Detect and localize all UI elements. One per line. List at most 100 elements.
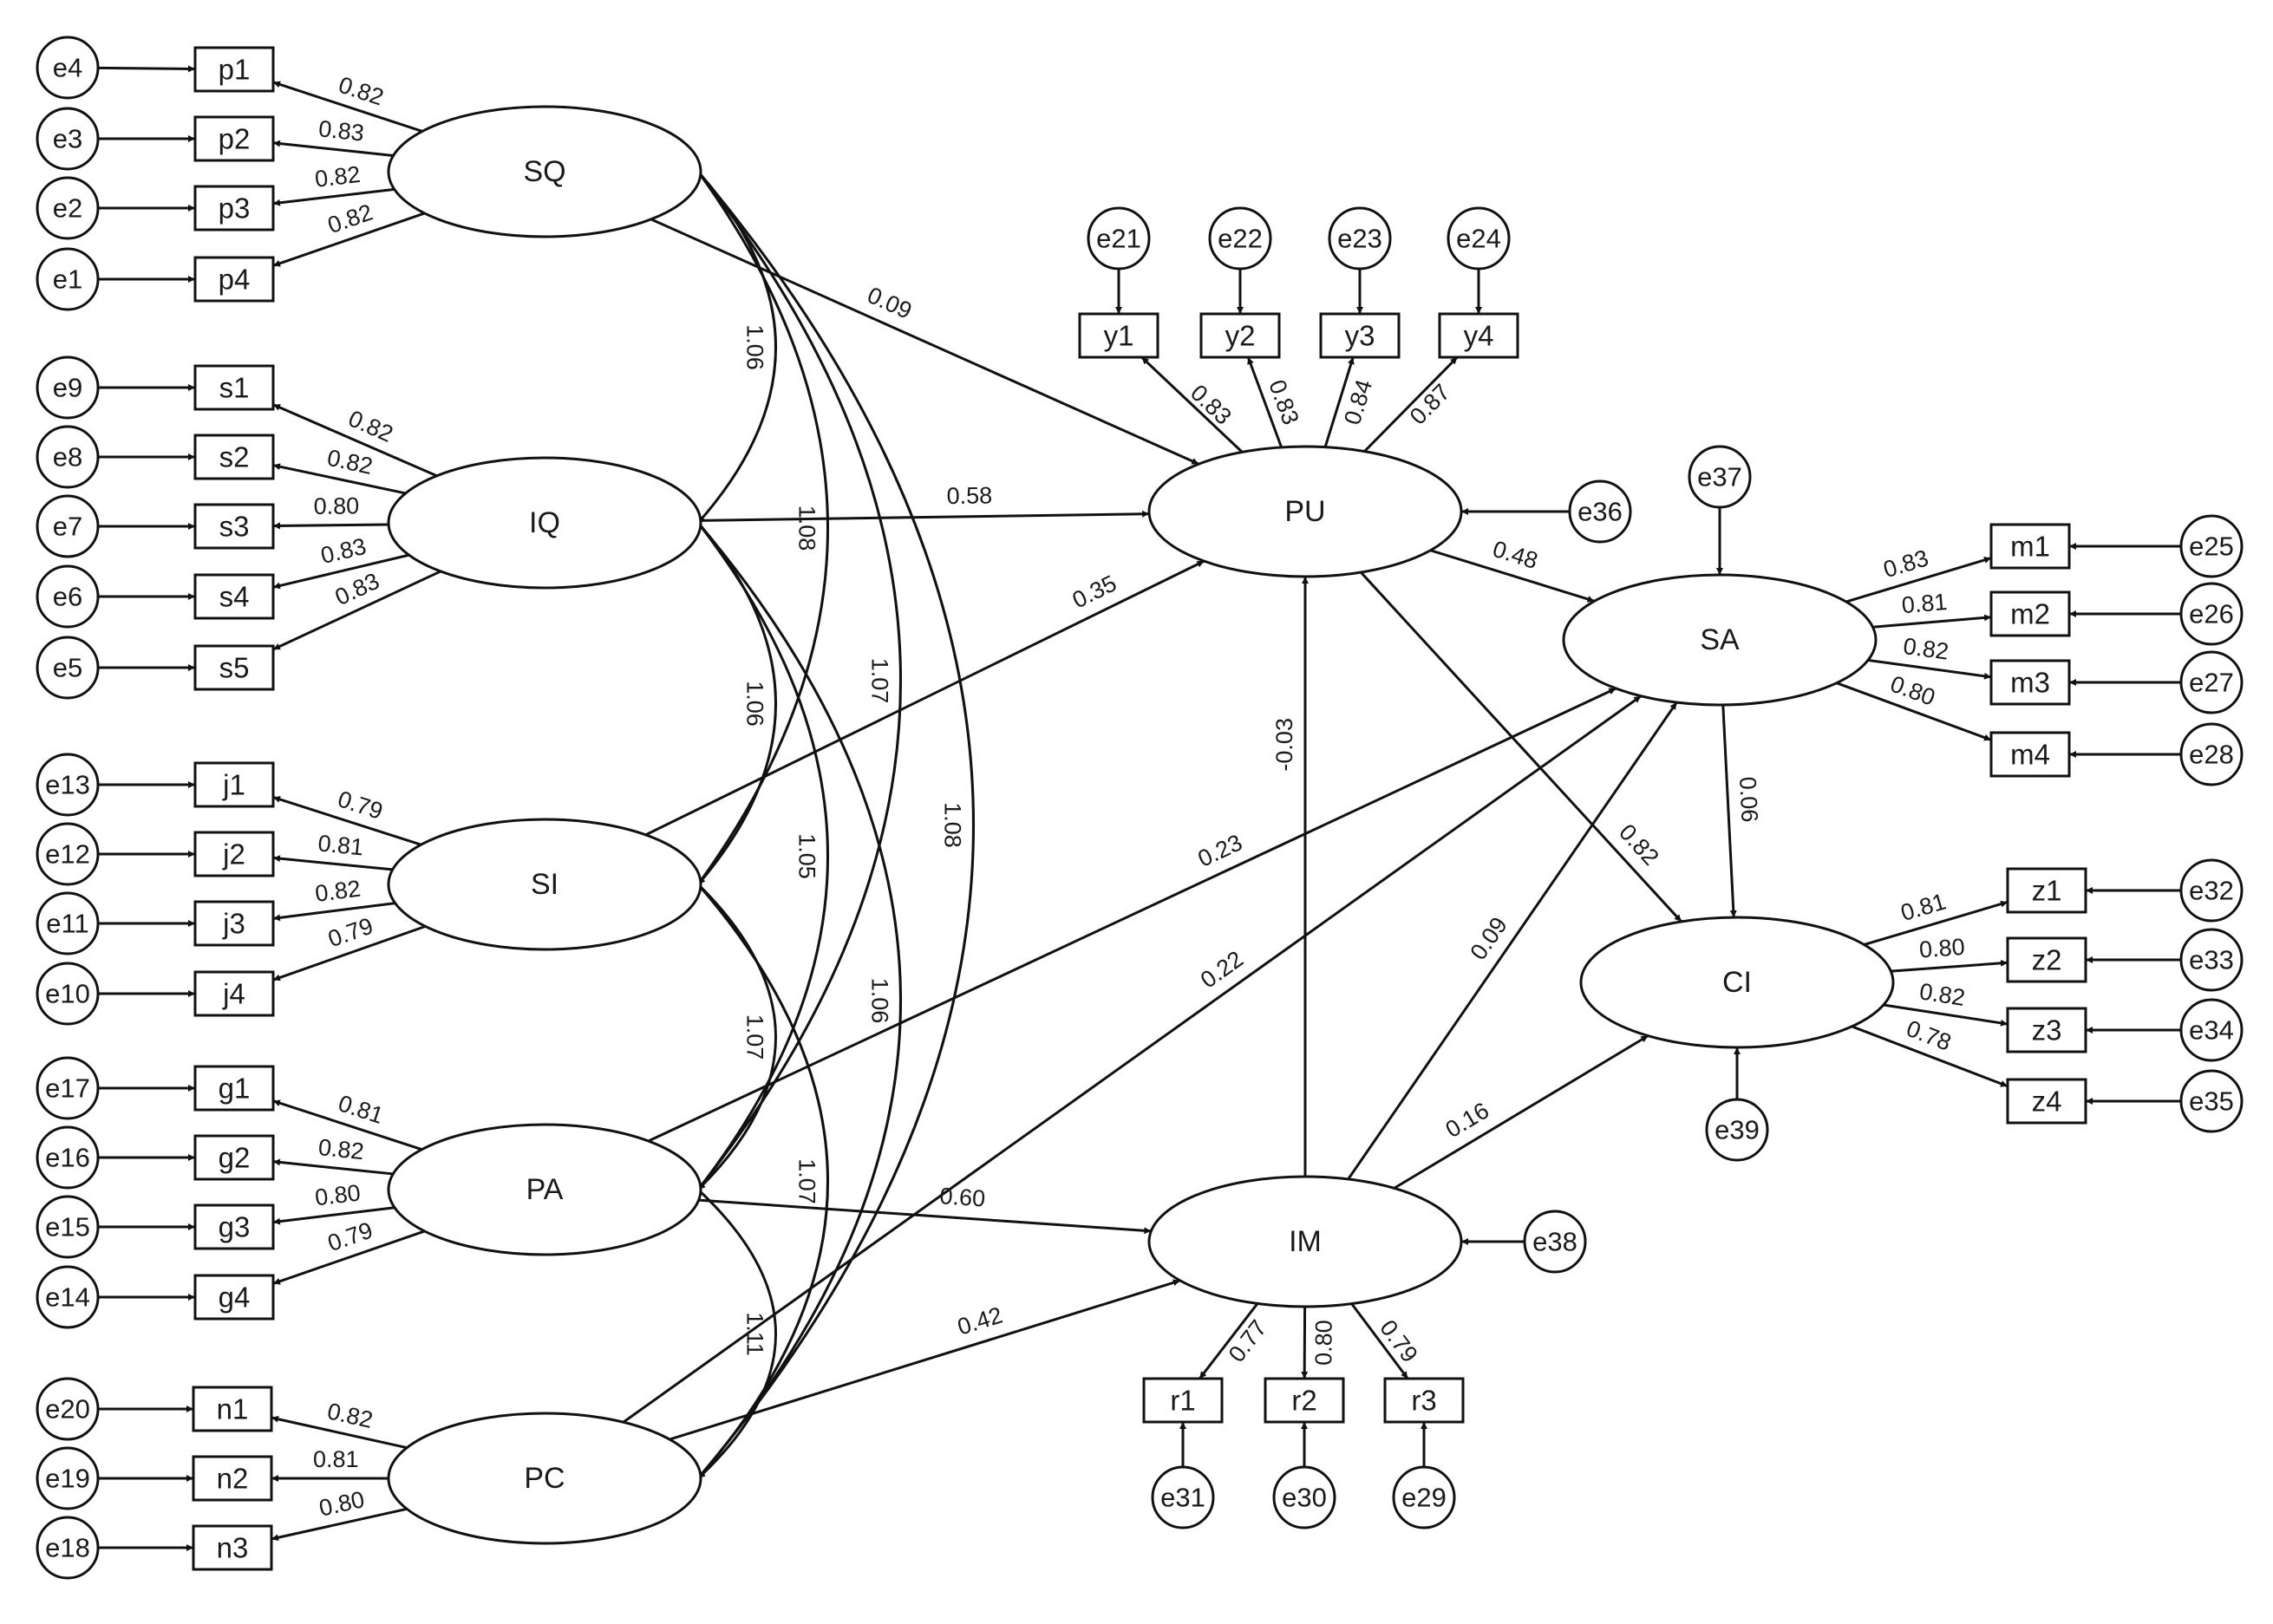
indicator-label-p1: p1 [219,54,251,86]
loading-arrow-r3 [1350,1302,1409,1379]
indicator-s1 [193,364,275,411]
path-pu-sa [1430,549,1595,603]
error-label-e27: e27 [2189,668,2234,698]
indicator-m4 [1989,731,2071,778]
path-pa-im [698,1198,1152,1235]
loading-arrow-m2 [1872,614,1992,629]
error-label-e30: e30 [1282,1483,1327,1513]
indicator-p4 [193,256,275,303]
loading-arrow-g4 [272,1229,426,1285]
disturbance-label-e37: e37 [1697,462,1742,492]
error-label-e18: e18 [45,1533,90,1563]
loading-label-p2: 0.83 [317,115,365,146]
covariance-coef-iq-pa: 1.05 [794,833,820,879]
error-e5 [36,636,100,700]
indicator-j3 [193,900,275,947]
covariance-si-pa [690,877,777,1191]
loading-label-s5: 0.83 [331,568,383,610]
loading-arrow-z1 [1864,900,2008,946]
error-label-e3: e3 [53,124,82,154]
covariance-coef-sq-pc: 1.08 [940,802,966,848]
loading-arrow-g3 [272,1206,395,1225]
indicator-m2 [1989,590,2071,637]
indicator-label-y2: y2 [1225,320,1256,352]
loading-arrow-g2 [272,1158,394,1176]
loading-arrow-j1 [272,796,421,846]
loading-arrow-s2 [272,463,406,495]
error-e15 [36,1195,100,1259]
loading-arrow-j2 [272,855,393,871]
loading-label-r2: 0.80 [1310,1320,1336,1366]
error-label-e34: e34 [2189,1015,2234,1046]
path-coef-pc-sa: 0.22 [1196,946,1248,994]
measurement-layer [97,65,2181,1551]
covariance-sq-pc [690,164,975,1479]
error-label-e9: e9 [53,373,82,403]
indicator-n2 [192,1455,273,1502]
indicator-label-z2: z2 [2032,944,2062,976]
error-e22 [1208,206,1272,271]
loading-arrow-p4 [272,212,426,267]
loading-label-z3: 0.82 [1917,978,1967,1011]
indicator-r3 [1383,1377,1465,1424]
path-im-ci [1393,1034,1649,1190]
loading-arrow-s4 [272,553,409,590]
error-label-e20: e20 [45,1394,90,1425]
loading-arrow-p3 [272,187,395,206]
indicator-label-n3: n3 [217,1532,249,1564]
error-label-e1: e1 [53,264,82,295]
error-label-e11: e11 [46,909,88,939]
indicator-label-s3: s3 [219,511,250,543]
path-coef-im-sa: 0.09 [1465,912,1512,964]
indicator-y4 [1438,312,1519,359]
path-iq-pu [700,510,1150,522]
indicator-label-g2: g2 [219,1142,251,1174]
latent-iq [387,456,702,590]
indicator-n3 [192,1524,273,1571]
indicator-label-s2: s2 [219,441,250,473]
latent-pa [387,1123,702,1256]
error-label-e29: e29 [1401,1483,1447,1513]
loading-arrow-z2 [1891,959,2008,973]
error-e20 [36,1377,100,1441]
error-e29 [1392,1465,1456,1529]
latent-sa [1562,573,1878,707]
error-e11 [36,891,100,955]
indicator-j4 [193,970,275,1017]
indicator-label-p4: p4 [219,264,251,296]
error-e27 [2179,650,2244,714]
error-e23 [1328,206,1392,271]
loading-arrow-m3 [1867,658,1992,680]
loading-label-m3: 0.82 [1902,633,1950,665]
loading-label-s2: 0.82 [325,445,376,479]
error-e2 [36,176,100,240]
indicator-g1 [193,1065,275,1112]
loading-label-r3: 0.79 [1375,1315,1423,1367]
covariance-iq-pa [690,515,829,1190]
indicator-label-j3: j3 [222,908,245,940]
indicator-n1 [192,1386,273,1432]
error-label-e17: e17 [45,1073,90,1104]
loading-arrow-z3 [1883,1003,2008,1027]
indicator-label-y4: y4 [1464,320,1494,352]
indicator-label-g4: g4 [219,1282,251,1314]
error-label-e13: e13 [45,770,90,800]
indicator-p1 [193,46,275,93]
disturbance-label-e39: e39 [1715,1115,1760,1145]
indicator-label-s4: s4 [219,581,250,613]
indicator-label-g3: g3 [219,1211,251,1243]
indicator-z4 [2006,1078,2087,1125]
indicator-m1 [1989,523,2071,570]
error-label-e23: e23 [1337,224,1382,254]
covariance-pa-pc [690,1182,777,1480]
covariance-coef-si-pc: 1.07 [794,1158,820,1204]
loading-arrow-y2 [1246,356,1283,448]
latent-pc [387,1412,702,1545]
indicator-label-p2: p2 [219,123,251,155]
error-e3 [36,107,100,171]
error-e31 [1151,1465,1215,1529]
error-label-e8: e8 [53,442,82,473]
latent-im [1147,1175,1463,1308]
path-coef-sa-ci: 0.06 [1734,776,1763,823]
path-si-pu [644,559,1205,837]
